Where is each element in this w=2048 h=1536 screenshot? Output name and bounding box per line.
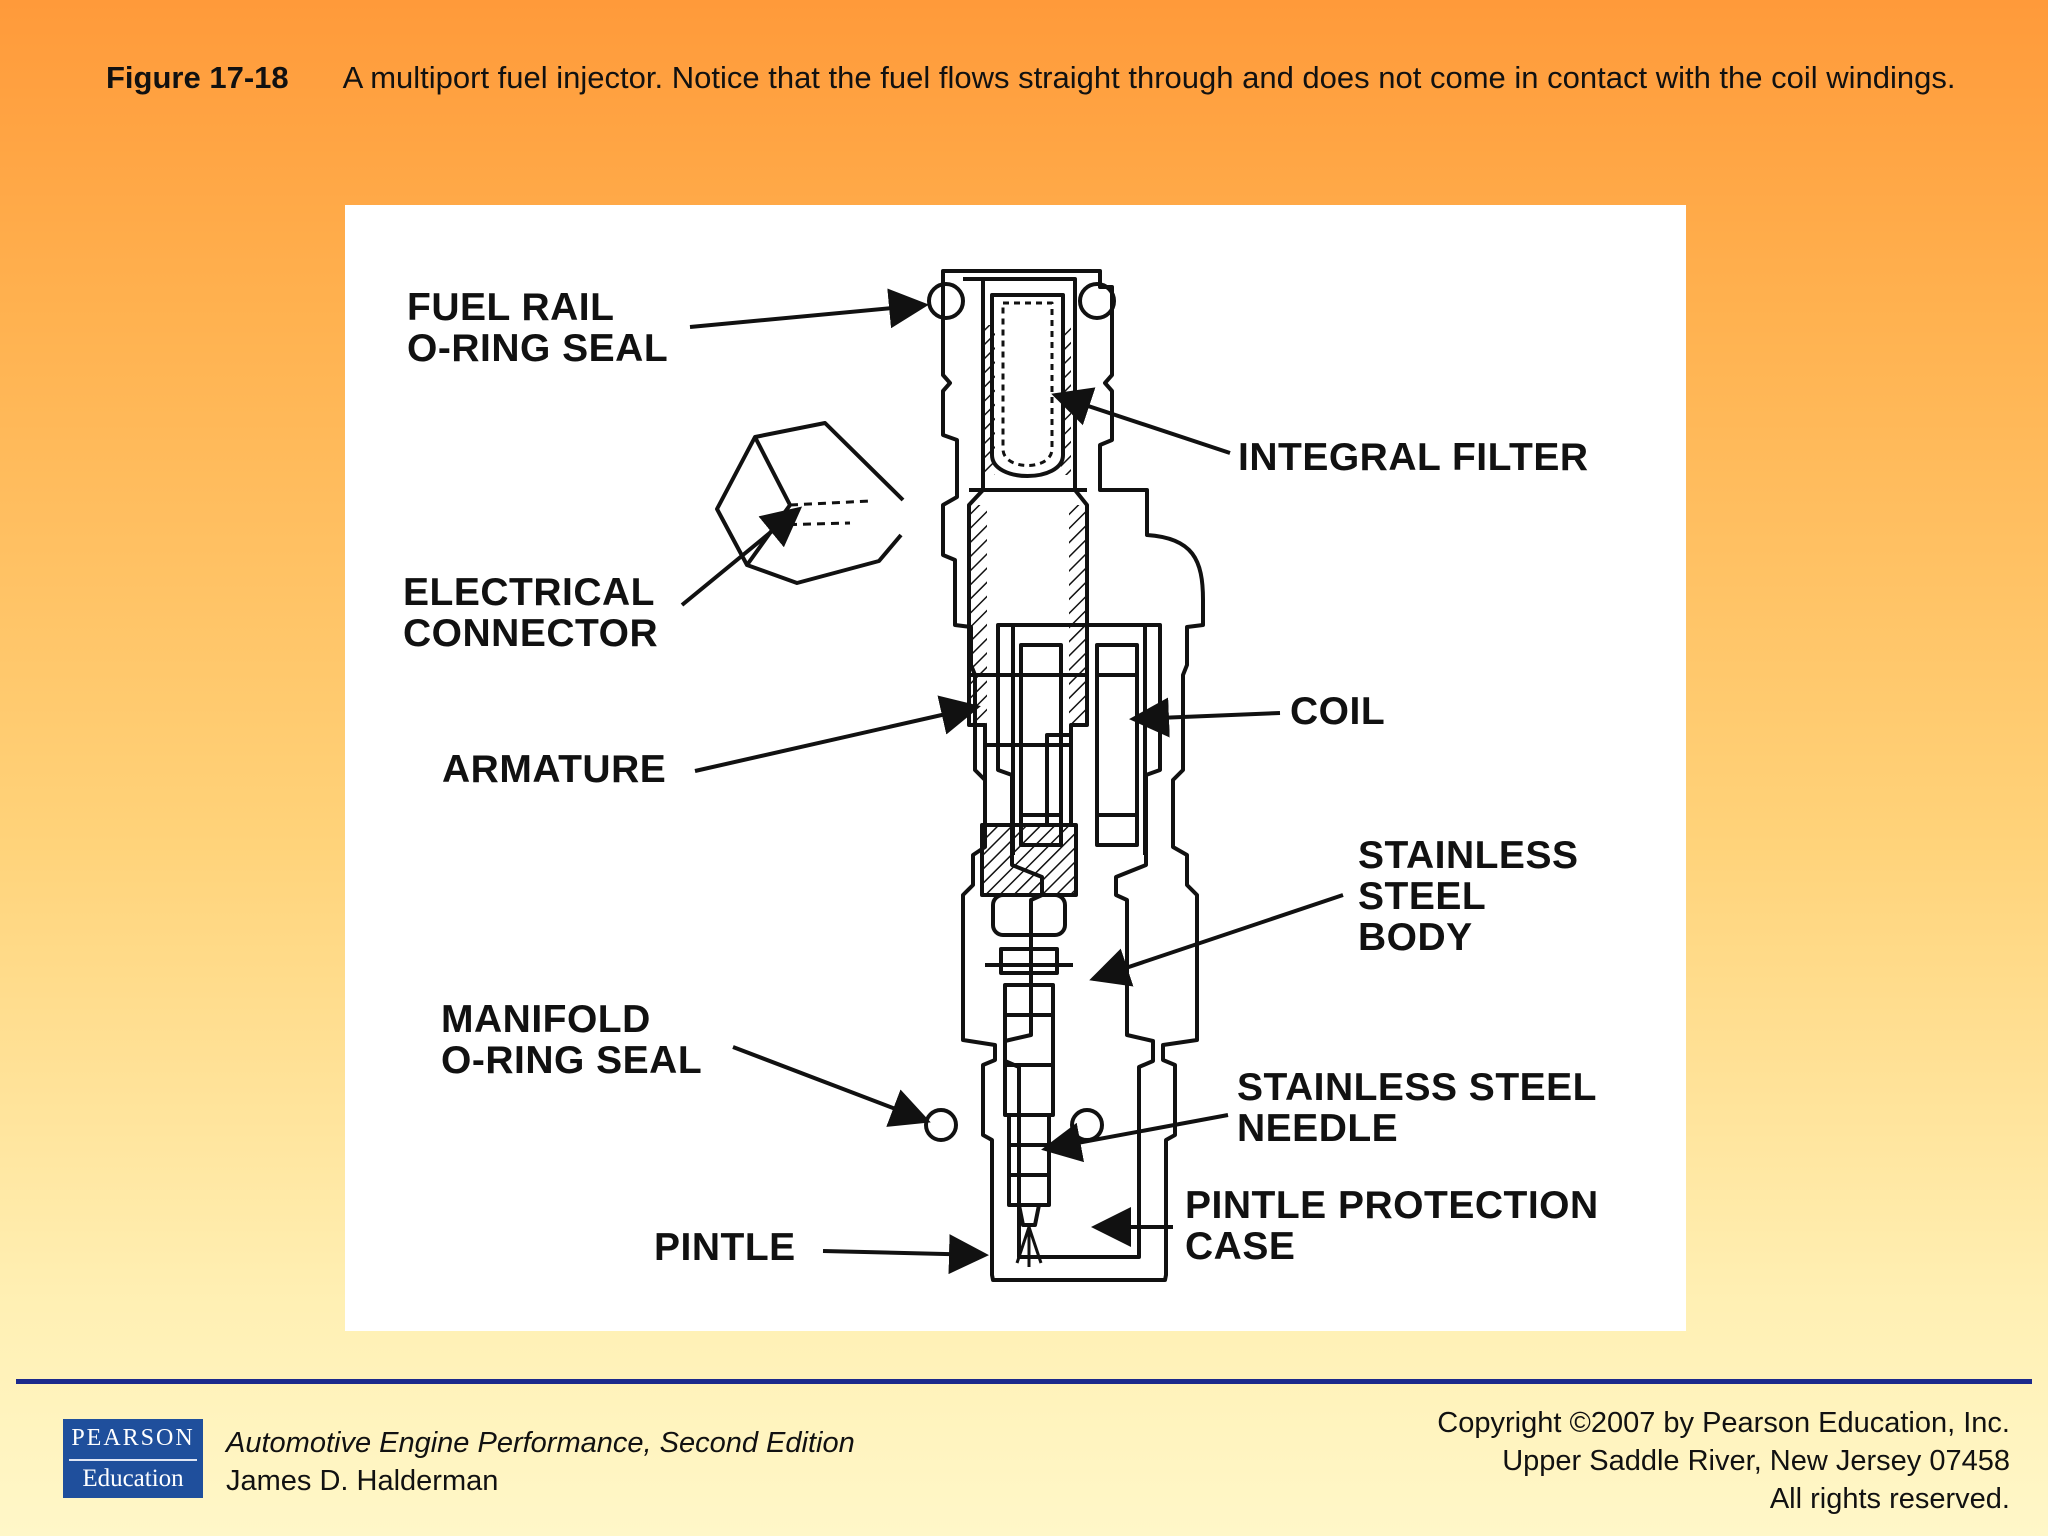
arrow-integral-filter: [1051, 387, 1231, 455]
figure-caption: Figure 17-18 A multiport fuel injector. N…: [106, 58, 1966, 97]
arrow-armature: [694, 695, 981, 773]
fuel-rail-o-ring-left: [927, 282, 965, 320]
arrow-fuel-rail-seal: [689, 288, 929, 329]
arrow-manifold-seal: [732, 1045, 931, 1127]
book-info: Automotive Engine Performance, Second Ed…: [226, 1424, 855, 1500]
o-rings: [924, 282, 1116, 1142]
arrow-pintle: [822, 1234, 989, 1275]
book-title: Automotive Engine Performance, Second Ed…: [226, 1427, 855, 1459]
arrow-electrical-connector: [680, 506, 803, 607]
pearson-education-logo: PEARSON Education: [63, 1419, 203, 1498]
injector-body-outline: [715, 269, 1205, 1282]
manifold-o-ring-left: [924, 1108, 958, 1142]
arrow-coil: [1129, 697, 1281, 738]
label-pintle: PINTLE: [654, 1226, 796, 1269]
arrow-needle: [1041, 1113, 1229, 1163]
copyright-address: Upper Saddle River, New Jersey 07458: [1502, 1445, 2010, 1477]
logo-divider: [69, 1459, 197, 1461]
arrow-stainless-body: [1089, 893, 1344, 987]
book-author: James D. Halderman: [226, 1465, 499, 1497]
hatched-sections: [969, 325, 1087, 725]
copyright-line: Copyright ©2007 by Pearson Education, In…: [1437, 1407, 2010, 1439]
copyright-rights: All rights reserved.: [1769, 1483, 2010, 1515]
logo-bottom-text: Education: [82, 1465, 184, 1492]
label-integral-filter: INTEGRAL FILTER: [1238, 436, 1589, 479]
leader-arrows: [680, 288, 1344, 1275]
caption-text: A multiport fuel injector. Notice that t…: [342, 60, 1956, 95]
figure-number: Figure 17-18: [106, 60, 289, 95]
label-coil: COIL: [1290, 690, 1386, 733]
injector-cutaway-drawing: [680, 269, 1344, 1282]
label-armature: ARMATURE: [442, 748, 667, 791]
manifold-o-ring-right: [1070, 1108, 1104, 1142]
fuel-rail-o-ring-right: [1078, 282, 1116, 320]
footer-rule: [16, 1379, 2032, 1384]
copyright-notice: Copyright ©2007 by Pearson Education, In…: [1437, 1404, 2010, 1518]
logo-top-text: PEARSON: [71, 1425, 195, 1451]
